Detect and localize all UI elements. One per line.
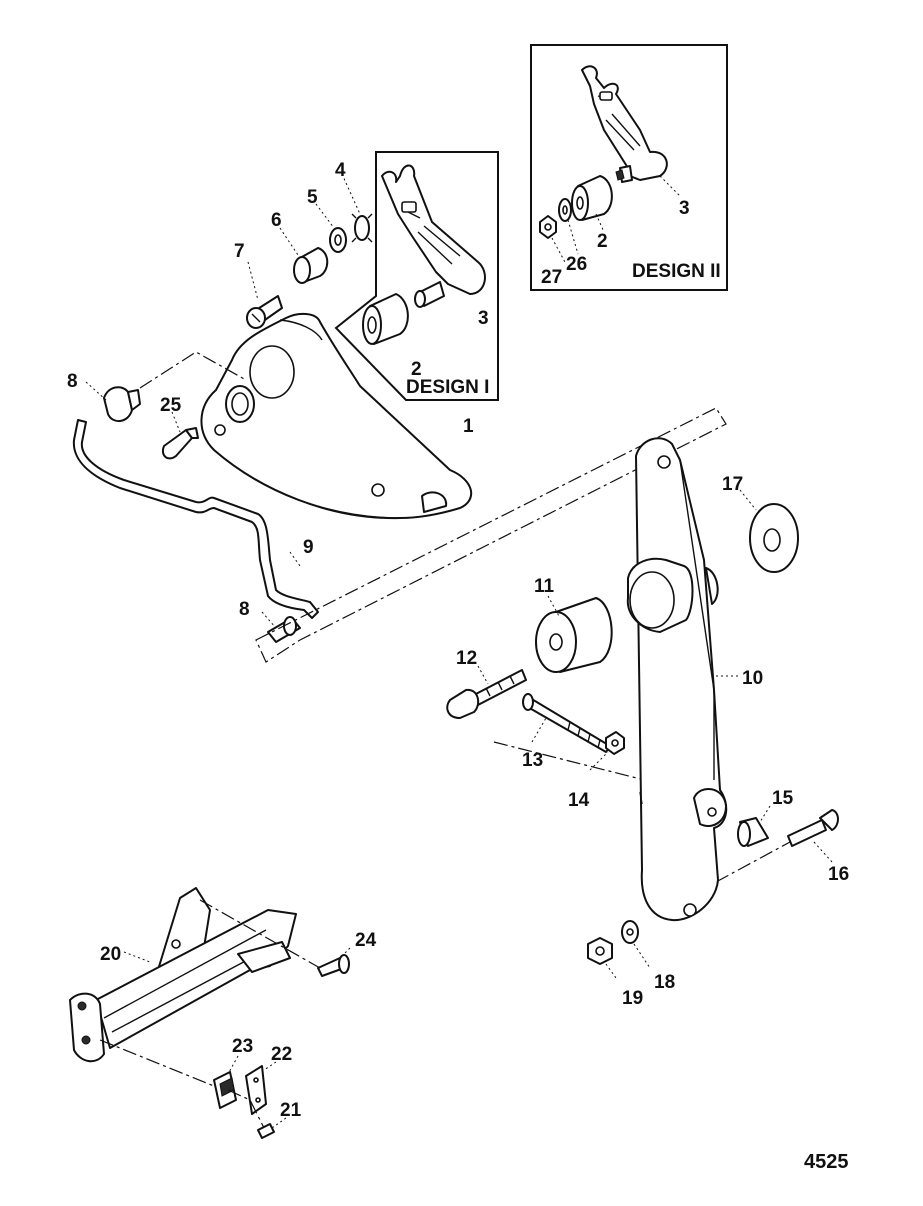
part-2-design-1-bushing	[362, 293, 409, 345]
part-6-bushing	[293, 247, 329, 284]
design-2-inset	[530, 44, 728, 291]
callout-2-design-2: 2	[597, 231, 608, 252]
part-22-plate	[245, 1065, 267, 1115]
callout-9: 9	[303, 537, 314, 558]
alignment-line-24	[199, 899, 321, 969]
callout-17: 17	[722, 474, 743, 495]
part-26-washer	[558, 198, 572, 222]
alignment-line-21-23	[99, 1039, 265, 1129]
design-2-label: DESIGN II	[632, 261, 721, 282]
callout-6: 6	[271, 210, 282, 231]
part-9-shift-rod	[72, 419, 319, 619]
callout-22: 22	[271, 1044, 292, 1065]
part-21-screw	[257, 1123, 275, 1139]
part-27-nut	[539, 215, 557, 239]
part-20-bracket-assembly	[69, 887, 297, 1063]
callout-23: 23	[232, 1036, 253, 1057]
part-12-bolt	[446, 669, 527, 719]
callout-8-lower: 8	[239, 599, 250, 620]
alignment-line-upper	[139, 351, 247, 389]
alignment-line-16	[715, 841, 791, 883]
part-17-washer	[749, 503, 799, 573]
part-13-long-bolt	[522, 693, 611, 753]
callout-24: 24	[355, 930, 377, 951]
part-4-lock-washer	[351, 213, 373, 243]
part-2-design-2-bushing	[571, 175, 613, 221]
callout-21: 21	[280, 1100, 302, 1121]
part-10-link-arm	[626, 437, 728, 922]
part-1-pivot-arm	[200, 312, 473, 520]
design-1-frame	[334, 151, 499, 401]
callout-5: 5	[307, 187, 318, 208]
part-19-nut	[587, 937, 613, 965]
callout-25: 25	[160, 395, 182, 416]
part-23-block	[213, 1071, 237, 1109]
callout-13: 13	[522, 750, 543, 771]
callout-7: 7	[234, 241, 245, 262]
callout-10: 10	[742, 668, 763, 689]
part-3-design-1-shift-lever	[381, 164, 486, 308]
part-14-nut	[605, 731, 625, 755]
callout-20: 20	[100, 944, 121, 965]
design-1-label: DESIGN I	[406, 377, 489, 398]
part-3-design-2-shift-lever	[581, 65, 668, 183]
callout-19: 19	[622, 988, 643, 1009]
part-8-fitting-upper	[103, 386, 141, 422]
callout-18: 18	[654, 972, 675, 993]
design-1-inset	[334, 151, 499, 401]
callout-27: 27	[541, 267, 562, 288]
callout-11: 11	[534, 576, 555, 597]
design-2-frame	[530, 44, 728, 291]
callout-3-design-2: 3	[679, 198, 690, 219]
callout-26: 26	[566, 254, 587, 275]
callout-12: 12	[456, 648, 477, 669]
part-11-bushing	[535, 597, 613, 673]
part-24-screw	[317, 954, 350, 977]
callout-2-design-1: 2	[411, 359, 422, 380]
callout-16: 16	[828, 864, 849, 885]
part-16-bolt	[787, 809, 839, 847]
callout-4: 4	[335, 160, 346, 181]
callout-3-design-1: 3	[478, 308, 489, 329]
callout-8-upper: 8	[67, 371, 78, 392]
callout-1: 1	[463, 416, 474, 437]
part-18-washer	[621, 920, 639, 944]
figure-number: 4525	[804, 1151, 849, 1173]
callout-15: 15	[772, 788, 794, 809]
callout-14: 14	[568, 790, 590, 811]
part-15-bushing	[737, 817, 769, 847]
callout-labels: 1 2 2 3 3 4 5 6 7 8 8 9 10 11 12 13 14 1…	[67, 160, 849, 1173]
part-7-screw	[246, 295, 283, 329]
part-25-fitting	[162, 427, 199, 460]
part-5-bearing	[329, 227, 347, 253]
